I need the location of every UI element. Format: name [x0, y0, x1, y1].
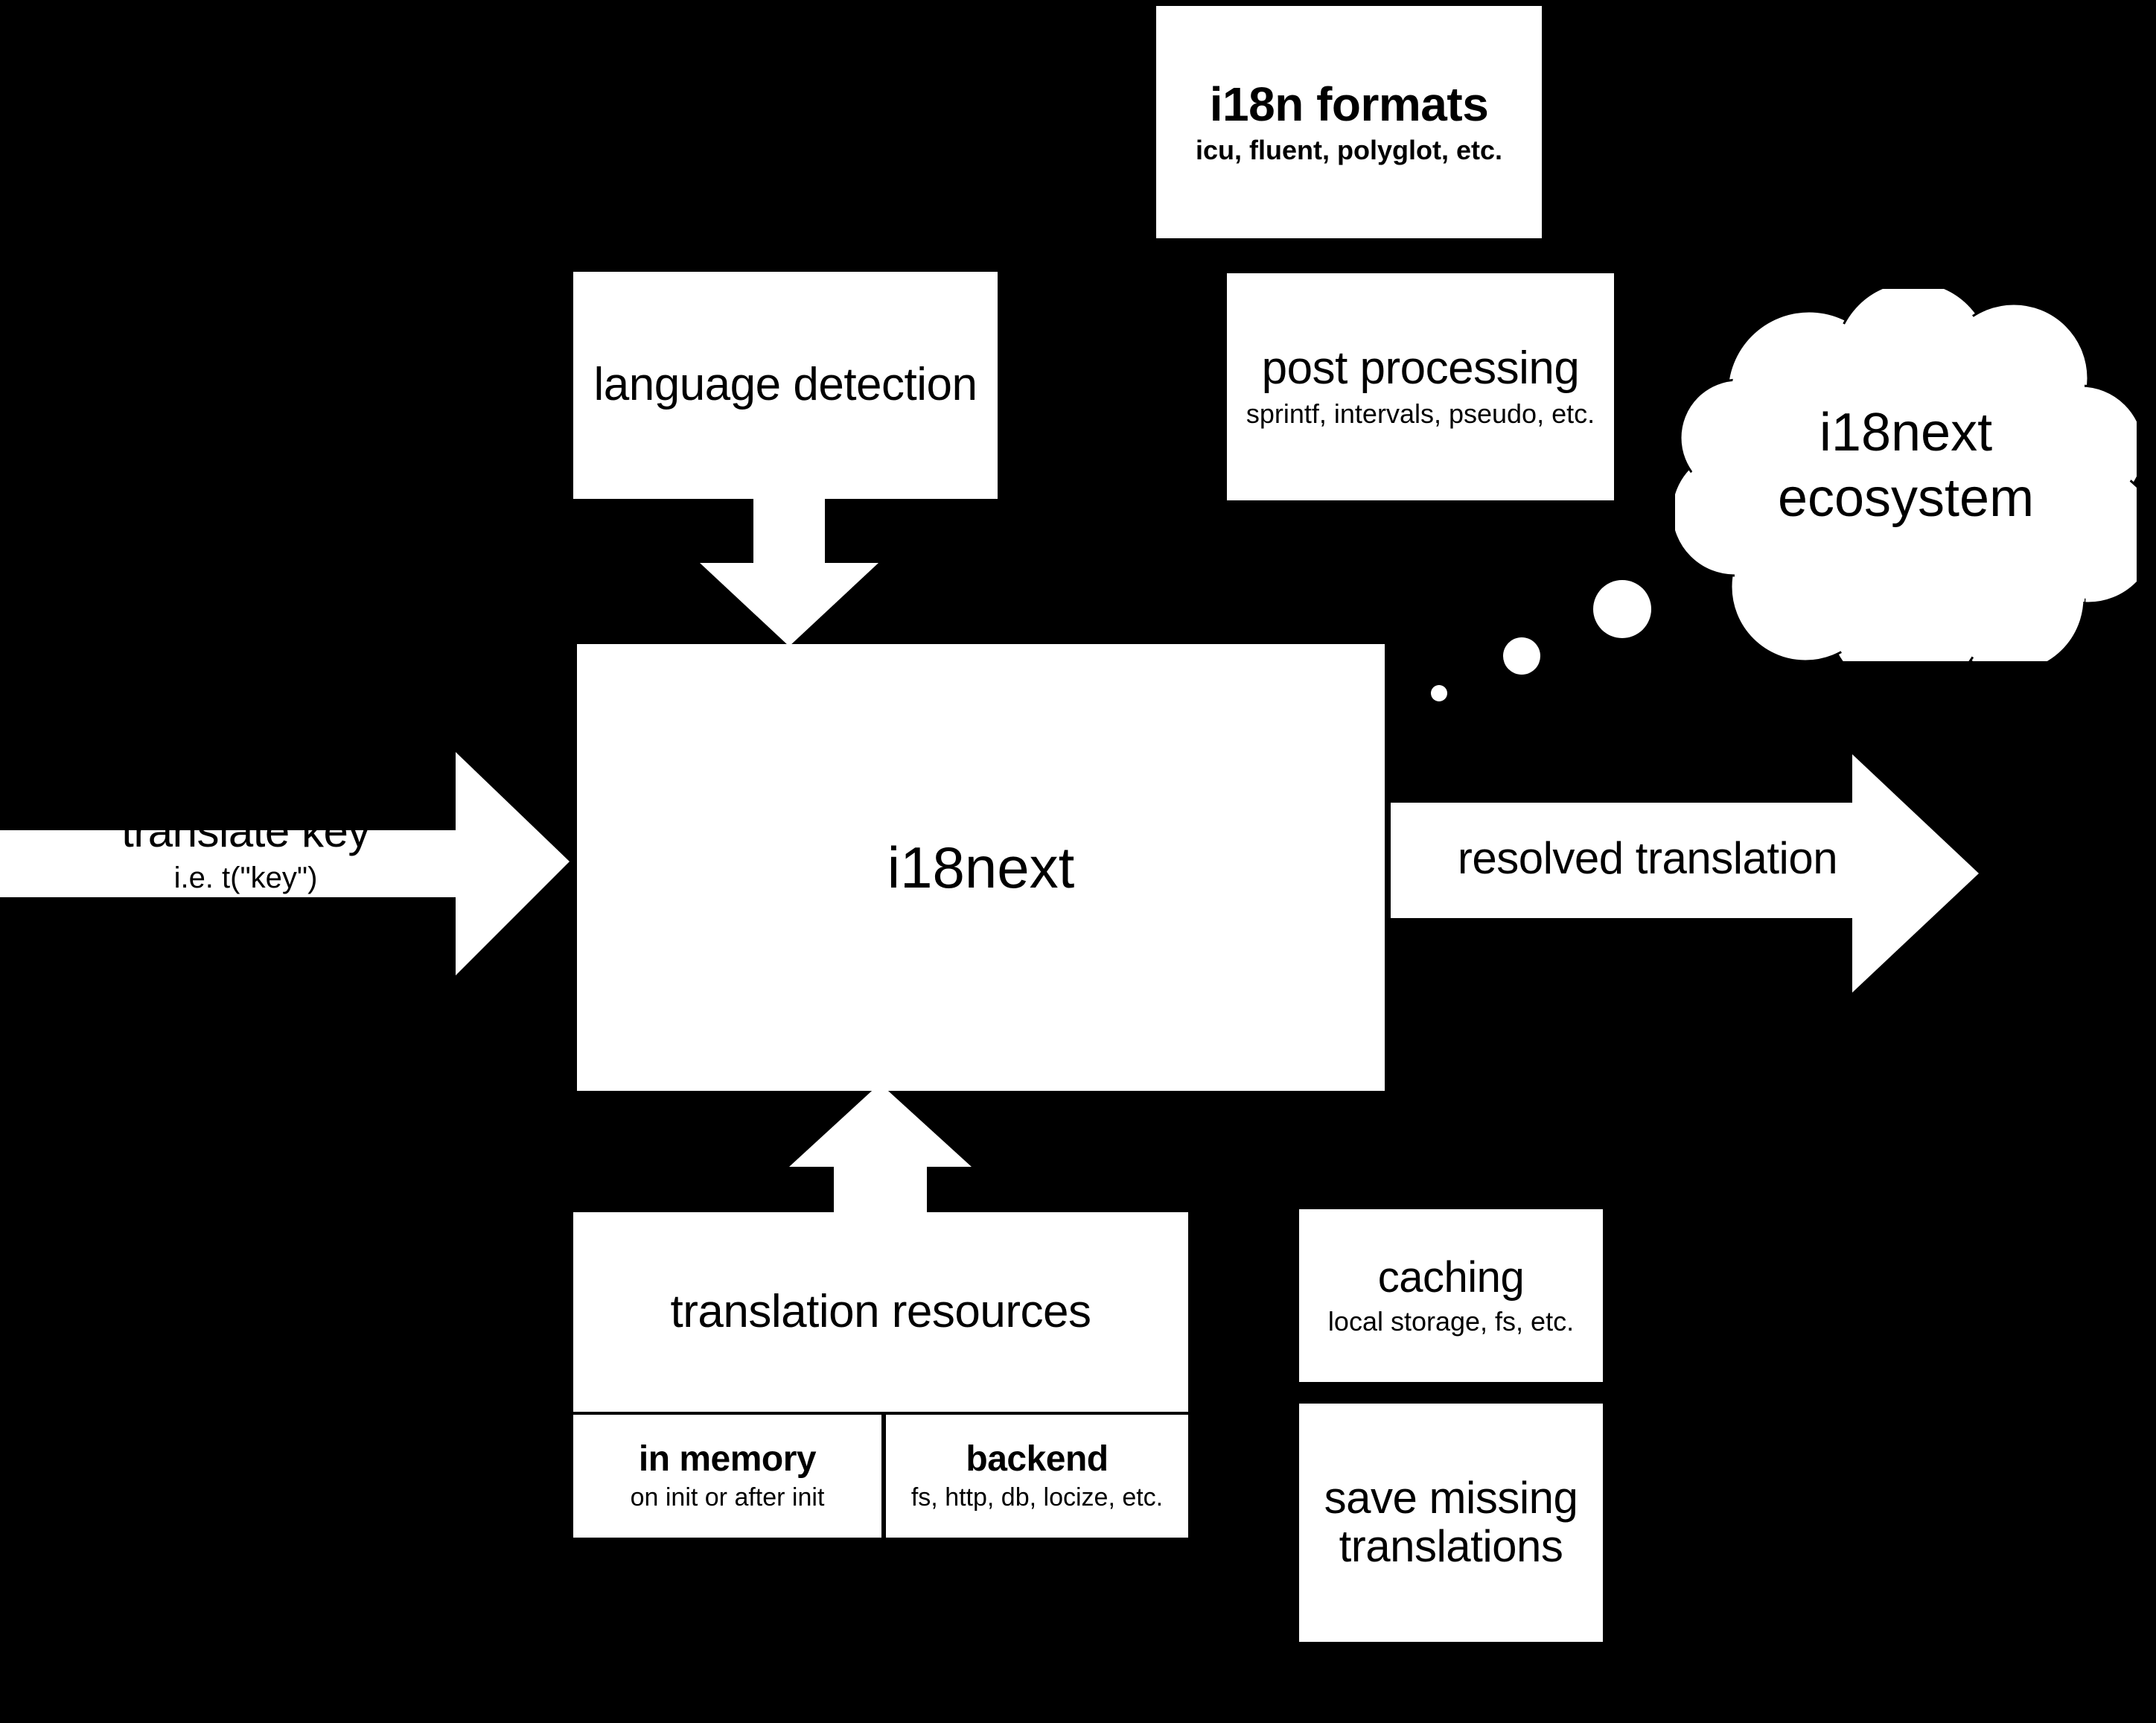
caching-title: caching — [1377, 1252, 1525, 1302]
post-processing-subtitle: sprintf, intervals, pseudo, etc. — [1246, 398, 1595, 430]
translation-resources-title: translation resources — [670, 1285, 1092, 1337]
node-backend: backend fs, http, db, locize, etc. — [886, 1415, 1188, 1538]
right-arrow-icon — [1391, 754, 1979, 993]
backend-subtitle: fs, http, db, locize, etc. — [910, 1482, 1164, 1512]
down-arrow-icon — [700, 497, 878, 646]
thought-dot-small-icon — [1431, 685, 1447, 701]
node-save-missing-translations: save missing translations — [1299, 1404, 1603, 1642]
up-arrow-icon — [789, 1083, 972, 1217]
node-i18next-ecosystem: i18next ecosystem — [1670, 280, 2156, 696]
language-detection-title: language detection — [593, 359, 977, 411]
node-in-memory: in memory on init or after init — [573, 1415, 881, 1538]
i18n-formats-subtitle: icu, fluent, polyglot, etc. — [1195, 134, 1502, 165]
node-i18next-core: i18next — [577, 644, 1385, 1091]
in-memory-subtitle: on init or after init — [630, 1482, 825, 1512]
save-missing-line1: save missing — [1324, 1473, 1578, 1523]
node-language-detection: language detection — [573, 272, 998, 499]
caching-subtitle: local storage, fs, etc. — [1327, 1305, 1575, 1337]
cloud-icon — [1670, 280, 2156, 696]
in-memory-title: in memory — [638, 1439, 817, 1480]
i18next-core-label: i18next — [887, 834, 1075, 900]
node-caching: caching local storage, fs, etc. — [1299, 1209, 1603, 1382]
node-post-processing: post processing sprintf, intervals, pseu… — [1227, 273, 1614, 500]
thought-dot-medium-icon — [1503, 637, 1540, 675]
arrow-translate-key: translate key i.e. t("key") — [0, 752, 570, 975]
save-missing-line2: translations — [1339, 1521, 1563, 1571]
i18n-formats-title: i18n formats — [1209, 77, 1489, 131]
node-i18n-formats: i18n formats icu, fluent, polyglot, etc. — [1156, 6, 1542, 238]
thought-dot-large-icon — [1593, 580, 1651, 638]
arrow-resolved-translation: resolved translation — [1391, 754, 1979, 993]
post-processing-title: post processing — [1261, 343, 1580, 395]
backend-title: backend — [966, 1439, 1109, 1480]
node-translation-resources: translation resources — [573, 1212, 1188, 1412]
right-arrow-icon — [0, 752, 570, 975]
